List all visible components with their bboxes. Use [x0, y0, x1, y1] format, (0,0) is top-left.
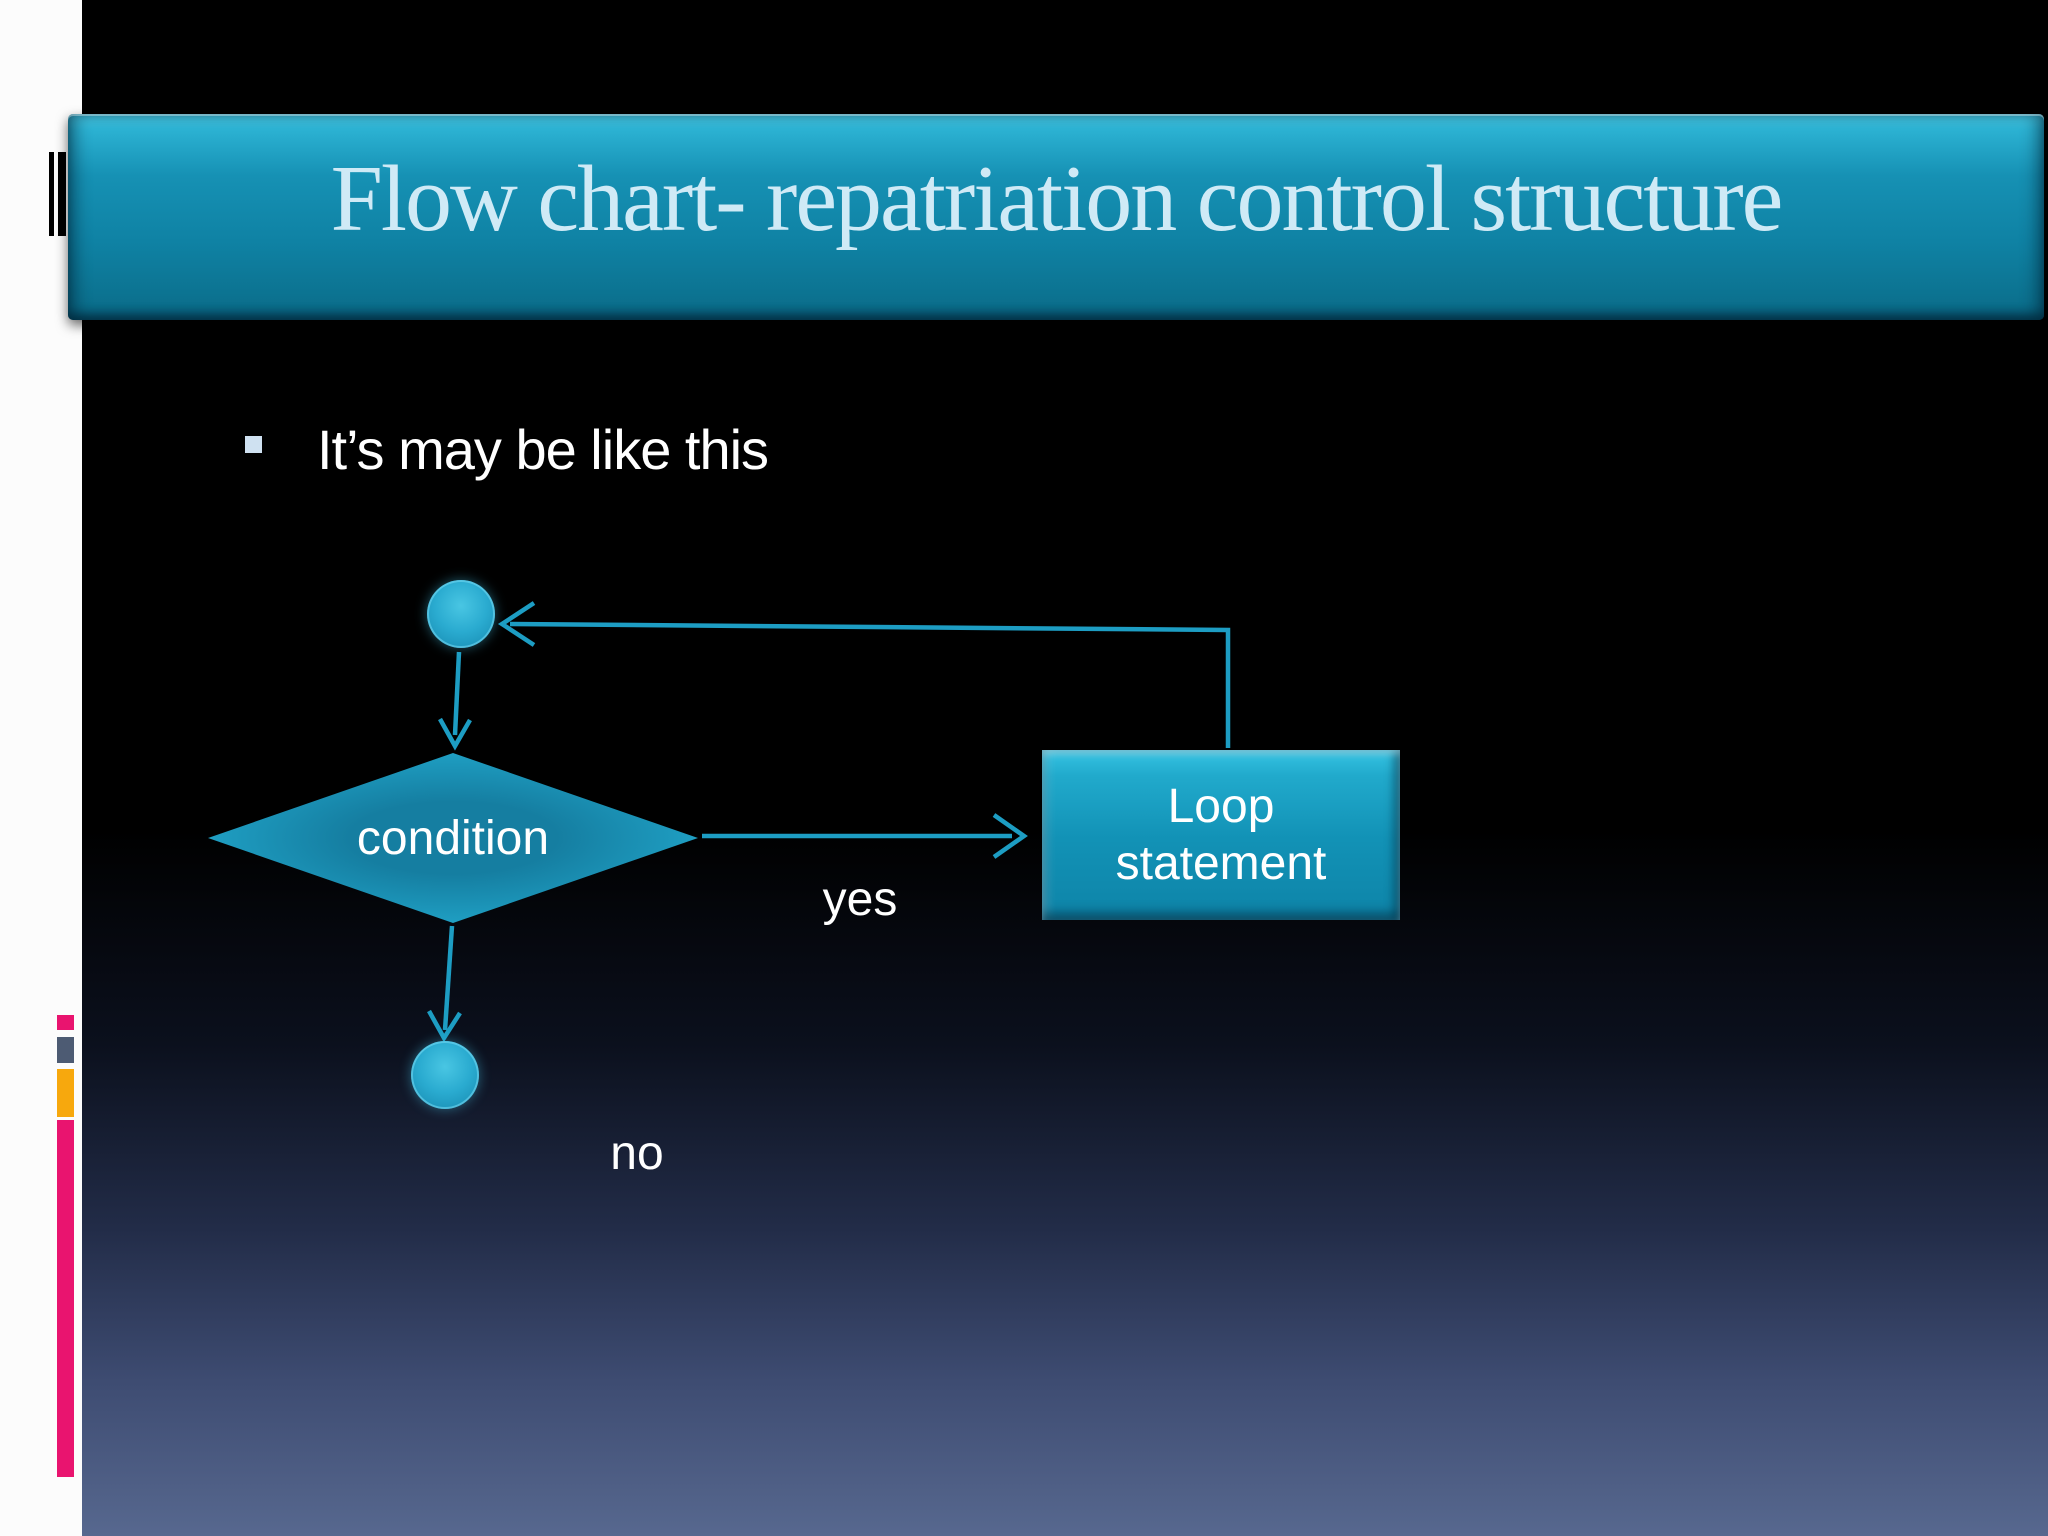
yes-label: yes [822, 873, 898, 926]
bullet-text: It’s may be like this [317, 418, 769, 481]
arrowhead-left-icon [497, 601, 536, 647]
loop-statement-box: Loop statement [1042, 750, 1400, 920]
arrowhead-right-icon [992, 813, 1028, 859]
slate-accent-square [57, 1037, 74, 1063]
end-node-circle [411, 1041, 479, 1109]
start-node-circle [427, 580, 495, 648]
title-banner: Flow chart- repatriation control structu… [68, 114, 2044, 320]
double-bars-icon [49, 152, 67, 236]
bar-icon [49, 152, 54, 236]
pink-accent-bar [57, 1120, 74, 1477]
pink-accent-square [57, 1015, 74, 1030]
loop-statement-label: Loop statement [1115, 780, 1327, 890]
start-to-condition-line [452, 651, 462, 736]
bar-icon [58, 152, 66, 236]
orange-accent-square [57, 1069, 74, 1117]
arrowhead-down-icon [427, 1009, 462, 1043]
return-edge-line [509, 621, 1231, 748]
no-label: no [610, 1127, 664, 1180]
no-edge-line [442, 925, 455, 1031]
condition-label: condition [356, 811, 550, 865]
arrowhead-down-icon [438, 717, 472, 751]
slide-title: Flow chart- repatriation control structu… [330, 147, 1784, 251]
bullet-square-icon [245, 436, 262, 453]
